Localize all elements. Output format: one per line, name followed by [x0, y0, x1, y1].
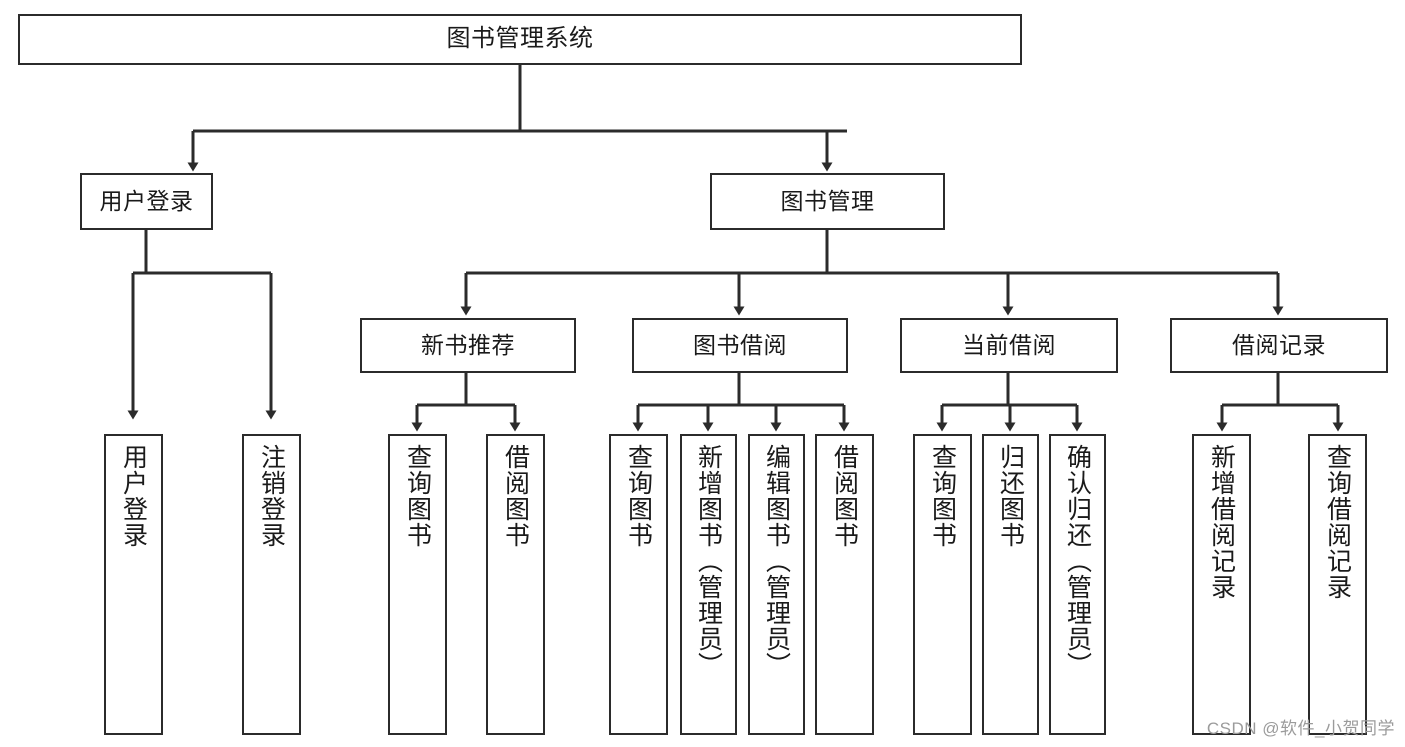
node-leaf-query-book-1[interactable]: 查询图书	[388, 434, 447, 735]
node-leaf-confirm-return[interactable]: 确认归还（管理员）	[1049, 434, 1106, 735]
node-leaf-user-login[interactable]: 用户登录	[104, 434, 163, 735]
node-leaf-return-book[interactable]: 归还图书	[982, 434, 1039, 735]
node-root[interactable]: 图书管理系统	[18, 14, 1022, 65]
node-leaf-query-book-2[interactable]: 查询图书	[609, 434, 668, 735]
node-leaf-query-book-1-label: 查询图书	[403, 444, 432, 548]
node-leaf-query-record-label: 查询借阅记录	[1323, 444, 1352, 600]
node-borrow-record-label: 借阅记录	[1232, 331, 1326, 358]
node-user-login[interactable]: 用户登录	[80, 173, 213, 230]
node-user-login-label: 用户登录	[99, 187, 194, 214]
node-leaf-logout[interactable]: 注销登录	[242, 434, 301, 735]
node-leaf-return-book-label: 归还图书	[996, 444, 1025, 548]
node-book-manage[interactable]: 图书管理	[710, 173, 945, 230]
node-leaf-query-book-3[interactable]: 查询图书	[913, 434, 972, 735]
node-leaf-logout-label: 注销登录	[257, 444, 286, 548]
node-leaf-add-book-label: 新增图书（管理员）	[694, 444, 723, 678]
node-current-borrow[interactable]: 当前借阅	[900, 318, 1118, 373]
node-book-borrow[interactable]: 图书借阅	[632, 318, 848, 373]
node-leaf-borrow-book-1[interactable]: 借阅图书	[486, 434, 545, 735]
node-current-borrow-label: 当前借阅	[962, 331, 1056, 358]
node-leaf-edit-book[interactable]: 编辑图书（管理员）	[748, 434, 805, 735]
node-leaf-borrow-book-1-label: 借阅图书	[501, 444, 530, 548]
node-leaf-borrow-book-2-label: 借阅图书	[830, 444, 859, 548]
watermark: CSDN @软件_小贺同学	[1206, 719, 1395, 738]
node-leaf-user-login-label: 用户登录	[119, 444, 148, 548]
node-leaf-query-record[interactable]: 查询借阅记录	[1308, 434, 1367, 735]
node-book-manage-label: 图书管理	[780, 187, 875, 214]
node-leaf-add-record[interactable]: 新增借阅记录	[1192, 434, 1251, 735]
node-borrow-record[interactable]: 借阅记录	[1170, 318, 1388, 373]
node-leaf-add-book[interactable]: 新增图书（管理员）	[680, 434, 737, 735]
node-new-book-rec[interactable]: 新书推荐	[360, 318, 576, 373]
node-leaf-query-book-2-label: 查询图书	[624, 444, 653, 548]
node-root-label: 图书管理系统	[446, 25, 594, 53]
node-book-borrow-label: 图书借阅	[693, 331, 787, 358]
node-leaf-add-record-label: 新增借阅记录	[1207, 444, 1236, 600]
node-new-book-rec-label: 新书推荐	[421, 331, 515, 358]
node-leaf-borrow-book-2[interactable]: 借阅图书	[815, 434, 874, 735]
node-leaf-confirm-return-label: 确认归还（管理员）	[1063, 444, 1092, 678]
node-leaf-edit-book-label: 编辑图书（管理员）	[762, 444, 791, 678]
node-leaf-query-book-3-label: 查询图书	[928, 444, 957, 548]
